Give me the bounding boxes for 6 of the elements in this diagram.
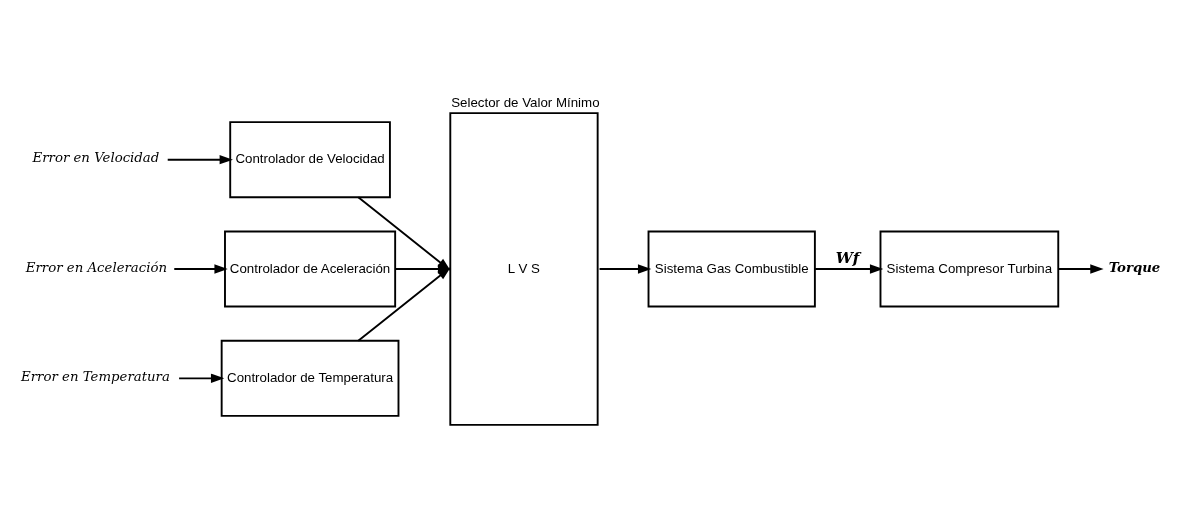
edge-label: Wf [835,249,860,268]
node-text: Error en Aceleración [25,259,168,275]
node-text: Torque [1108,259,1161,275]
node-text: Error en Velocidad [32,150,160,166]
node-label: Selector de Valor Mínimo [451,94,600,110]
node-text: Error en Temperatura [21,368,170,384]
